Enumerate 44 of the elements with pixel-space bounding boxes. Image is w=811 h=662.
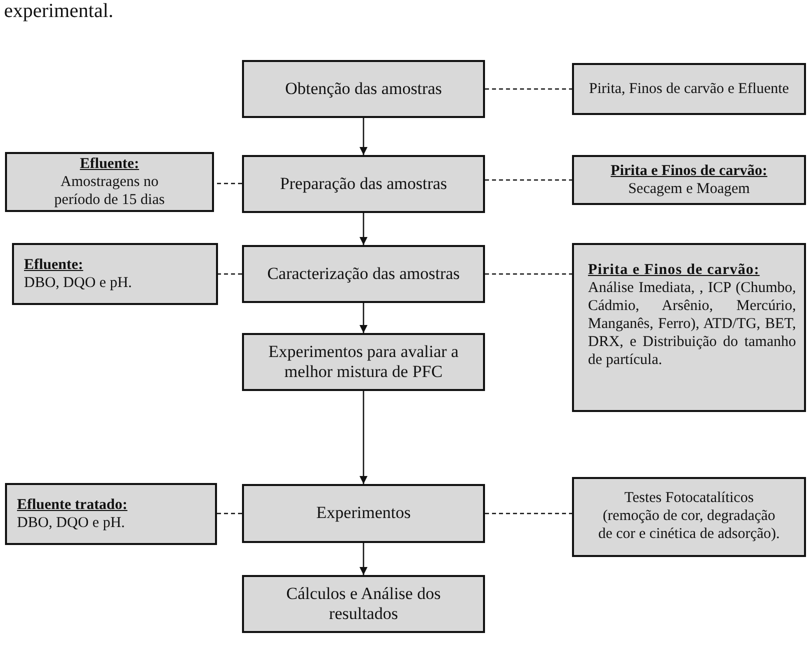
box-heading: Pirita e Finos de carvão: (610, 162, 768, 180)
box-text: Experimentos para avaliar a melhor mistura de PFC (267, 342, 460, 382)
process-box (572, 477, 806, 557)
process-box (5, 152, 214, 212)
process-box (5, 483, 217, 545)
process-box (242, 155, 485, 213)
dashed-connector (485, 88, 572, 90)
box-heading: Efluente tratado: (17, 496, 128, 514)
process-box (242, 60, 485, 118)
arrow (360, 303, 368, 333)
box-heading: Pirita e Finos de carvão: (588, 261, 761, 279)
box-text: Secagem e Moagem (627, 180, 751, 198)
process-box (242, 484, 485, 543)
process-box (242, 333, 485, 391)
dashed-connector (485, 273, 572, 275)
caption-fragment: experimental. (4, 0, 114, 22)
box-text: Obtenção das amostras (284, 78, 443, 100)
box-heading: Efluente: (24, 256, 84, 274)
box-text: DBO, DQO e pH. (17, 514, 126, 532)
box-heading: Efluente: (78, 155, 140, 173)
box-text: Cálculos e Análise dos resultados (285, 584, 442, 624)
box-text: Análise Imediata, , ICP (Chumbo, Cádmio, Arsênio, Mercúrio, Manganês, Ferro), ATD/TG, BET, DRX, e Distribuição do tamanho de partícula. (588, 279, 796, 369)
dashed-connector (485, 512, 572, 514)
box-text: Testes Fotocatalíticos (remoção de cor, degradação de cor e cinética de adsorção). (597, 489, 781, 543)
dashed-connector (214, 182, 242, 184)
process-box (572, 243, 806, 412)
process-box (572, 155, 806, 205)
box-text: Experimentos (315, 503, 412, 524)
box-text: Amostragens no período de 15 dias (53, 173, 166, 209)
process-box (572, 63, 806, 115)
process-box (242, 245, 485, 303)
box-text: Pirita, Finos de carvão e Efluente (588, 80, 790, 98)
box-text: Caracterização das amostras (266, 264, 461, 284)
arrow (360, 543, 368, 575)
dashed-connector (485, 179, 572, 181)
arrow (360, 118, 368, 155)
box-text: Preparação das amostras (278, 174, 448, 194)
box-text: DBO, DQO e pH. (24, 274, 133, 292)
dashed-connector (217, 512, 242, 514)
process-box (242, 575, 485, 633)
process-box (12, 243, 218, 305)
dashed-connector (218, 273, 242, 275)
arrow (360, 391, 368, 484)
arrow (360, 213, 368, 245)
